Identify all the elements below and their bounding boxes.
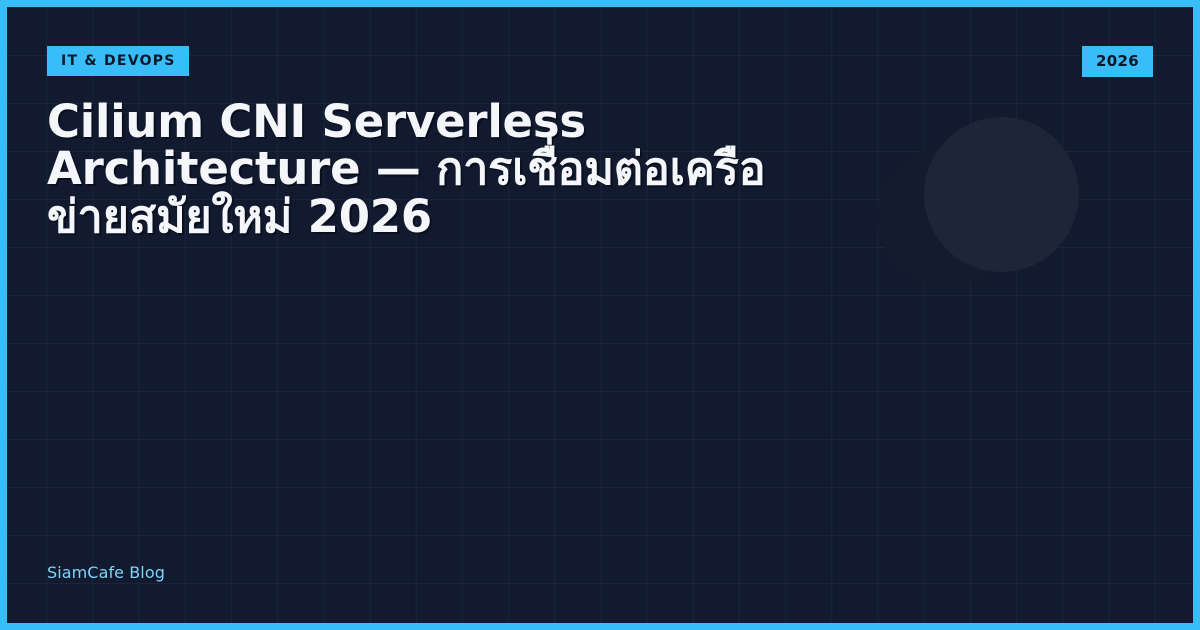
year-badge: 2026	[1082, 46, 1153, 77]
decorative-circle-back	[877, 147, 1017, 287]
card-header-row: IT & DEVOPS 2026	[47, 46, 1153, 77]
category-badge: IT & DEVOPS	[47, 46, 189, 76]
page-title: Cilium CNI Serverless Architecture — การ…	[47, 95, 766, 243]
footer-brand-label: SiamCafe Blog	[47, 563, 165, 582]
decorative-circle-front	[924, 117, 1079, 272]
